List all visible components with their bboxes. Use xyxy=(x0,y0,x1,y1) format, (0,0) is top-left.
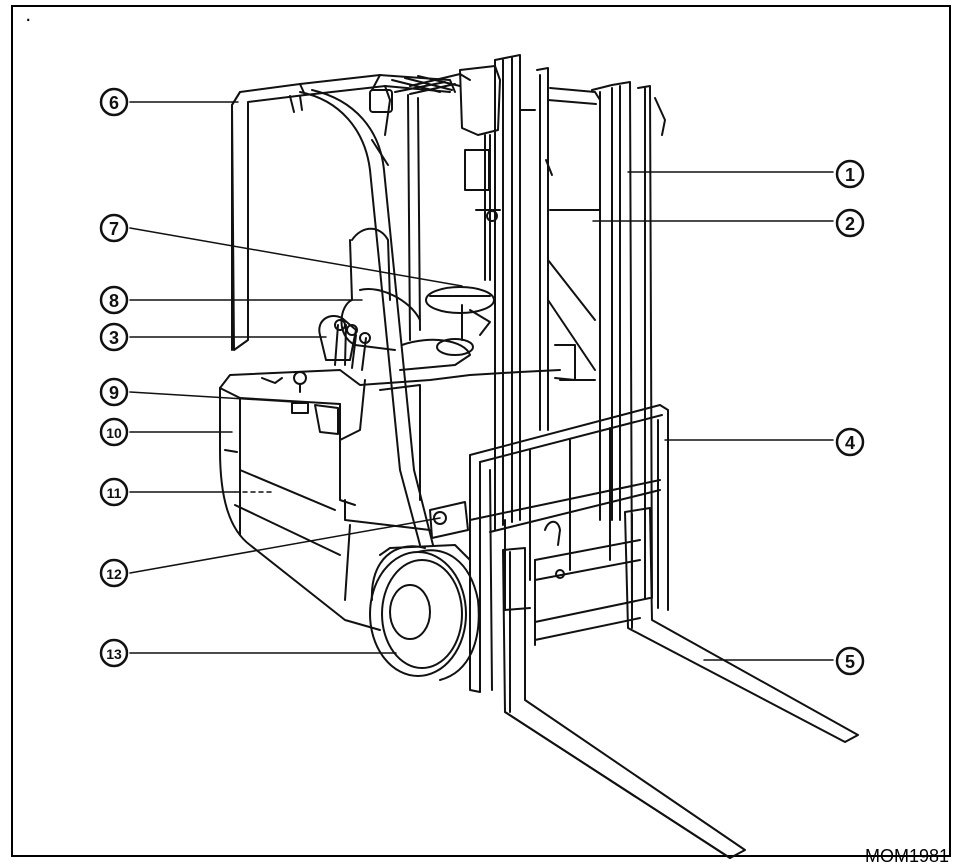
callout-8 xyxy=(99,285,129,315)
callout-markers xyxy=(99,87,865,676)
figure-frame xyxy=(11,5,951,857)
leader-lines xyxy=(129,101,834,661)
callout-6 xyxy=(99,87,129,117)
callout-9 xyxy=(99,377,129,407)
callout-11 xyxy=(99,477,129,507)
callout-label-4: 4 xyxy=(845,433,855,453)
callout-label-9: 9 xyxy=(109,383,119,403)
callout-label-10: 10 xyxy=(106,425,122,441)
overhead-guard xyxy=(231,73,601,546)
callout-label-7: 7 xyxy=(109,219,119,239)
figure-code: MOM1981 xyxy=(864,846,949,866)
control-levers xyxy=(293,315,371,393)
callout-1 xyxy=(835,159,865,189)
callout-7 xyxy=(99,213,129,243)
front-wheel xyxy=(369,544,480,681)
truck-body xyxy=(219,369,561,631)
callout-2 xyxy=(835,208,865,238)
callout-12 xyxy=(99,558,129,588)
mast xyxy=(459,54,666,611)
load-backrest xyxy=(429,404,669,693)
callout-label-11: 11 xyxy=(107,485,122,501)
corner-mark: ‧ xyxy=(26,12,31,28)
callout-13 xyxy=(99,638,129,668)
callout-label-13: 13 xyxy=(106,646,122,662)
callout-label-3: 3 xyxy=(109,328,119,348)
callout-label-12: 12 xyxy=(106,566,122,582)
forks xyxy=(502,507,859,859)
callout-label-6: 6 xyxy=(109,93,119,113)
callout-4 xyxy=(835,427,865,457)
callout-label-5: 5 xyxy=(845,652,855,672)
callout-label-2: 2 xyxy=(845,214,855,234)
callout-10 xyxy=(99,417,129,447)
callout-label-1: 1 xyxy=(845,165,855,185)
callout-5 xyxy=(835,646,865,676)
steering-wheel xyxy=(425,286,495,341)
callout-label-8: 8 xyxy=(109,291,119,311)
callout-3 xyxy=(99,322,129,352)
